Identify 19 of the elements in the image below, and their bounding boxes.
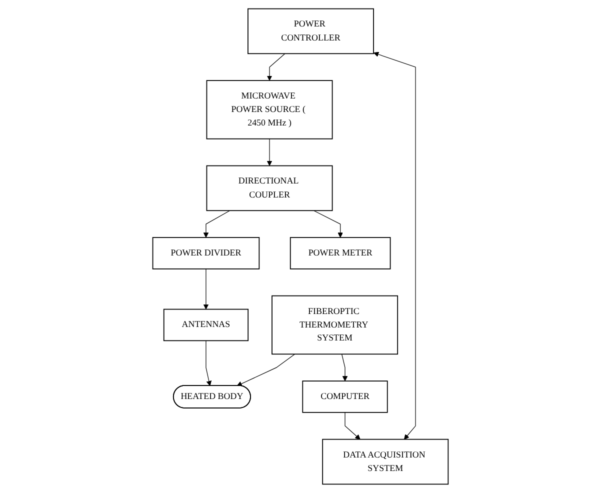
arrow — [205, 340, 212, 386]
arrow — [266, 53, 285, 81]
node-box: DATA ACQUISITION SYSTEM — [322, 438, 448, 485]
arrow — [236, 354, 295, 386]
arrow — [341, 354, 348, 382]
arrow — [266, 138, 272, 166]
node-box: FIBEROPTIC THERMOMETRY SYSTEM — [271, 295, 398, 355]
node-box: DIRECTIONAL COUPLER — [206, 165, 332, 212]
arrow — [202, 210, 230, 238]
node-box: POWER DIVIDER — [152, 237, 260, 270]
arrow — [202, 268, 208, 310]
node-box: ANTENNAS — [162, 308, 248, 342]
node-box: POWER CONTROLLER — [247, 8, 374, 54]
arrow — [344, 412, 360, 440]
node-box: POWER METER — [289, 237, 390, 270]
arrow — [313, 210, 342, 238]
node-box: MICROWAVE POWER SOURCE ( 2450 MHz ) — [206, 80, 332, 140]
arrow — [373, 52, 416, 440]
node-box: COMPUTER — [302, 380, 388, 413]
